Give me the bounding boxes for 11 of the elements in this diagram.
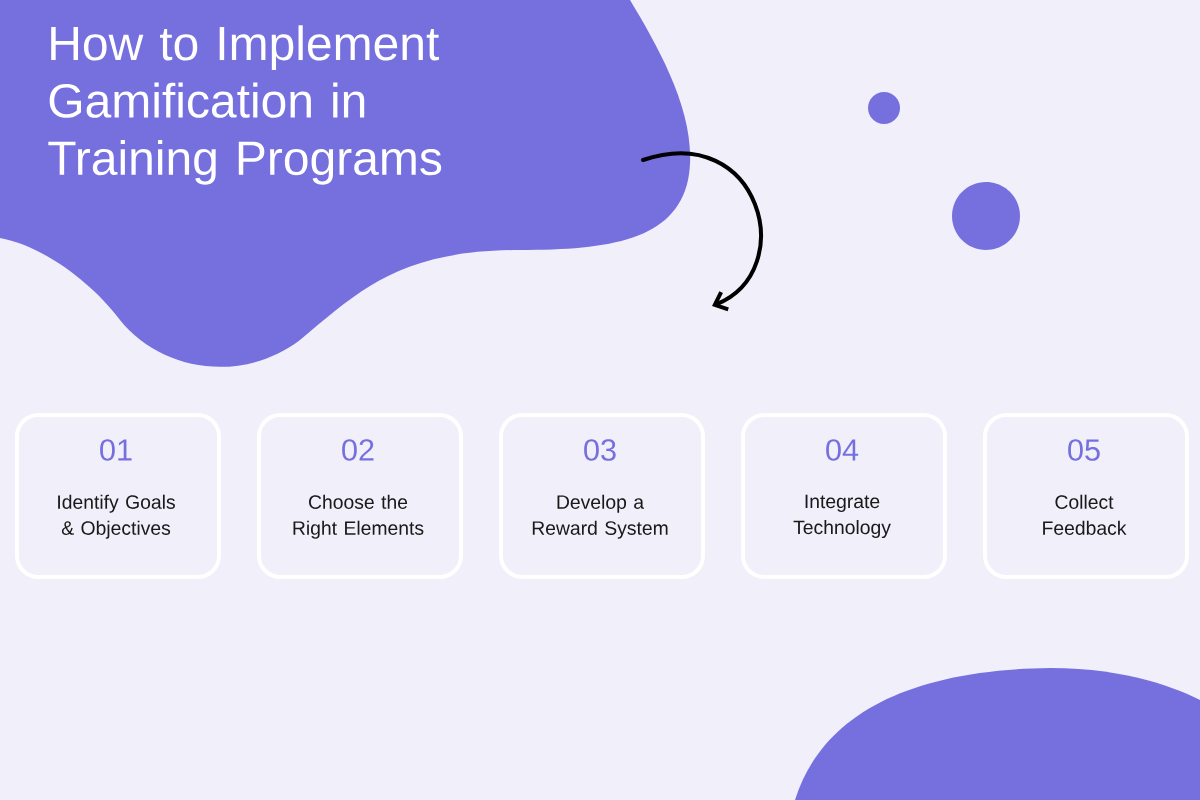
step-number: 03	[584, 439, 616, 461]
step-label: Integrate Technology	[793, 494, 891, 539]
step-number: 01	[100, 439, 132, 461]
step-label: Collect Feedback	[1043, 494, 1127, 535]
step-number: 04	[826, 439, 859, 461]
step-label: Choose the Right Elements	[293, 494, 424, 539]
step-label: Develop a Reward System	[532, 494, 668, 539]
title: How to Implement Gamification in Training Programs	[48, 25, 442, 185]
step-number: 05	[1068, 439, 1100, 461]
step-number: 02	[342, 439, 374, 461]
step-label: Identify Goals & Objectives	[58, 494, 175, 539]
